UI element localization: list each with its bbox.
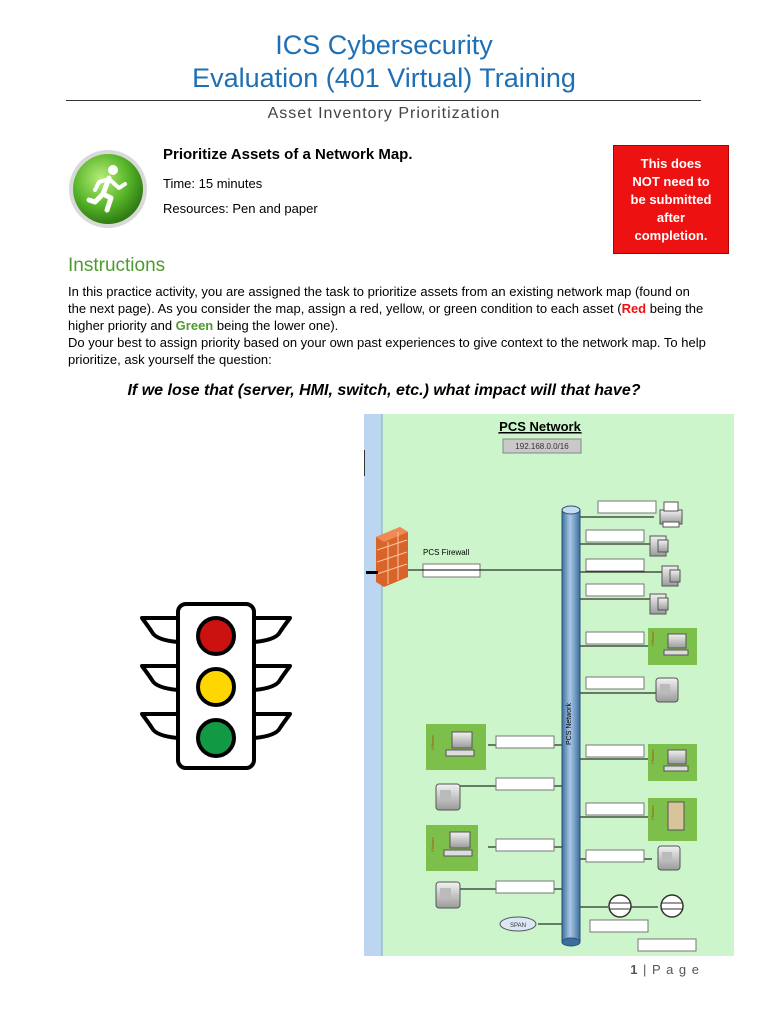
instructions-text: In this practice activity, you are assig… bbox=[68, 284, 690, 316]
span-label: SPAN bbox=[510, 923, 526, 929]
vmware-label: VMware bbox=[650, 631, 655, 646]
green-priority-word: Green bbox=[175, 318, 214, 333]
guiding-question: If we lose that (server, HMI, switch, et… bbox=[127, 382, 641, 399]
document-title-line-1: ICS Cybersecurity bbox=[275, 30, 493, 60]
page-word: P a g e bbox=[652, 962, 700, 977]
vmware-label: VMware bbox=[650, 749, 655, 764]
vmware-label: VMware bbox=[430, 837, 435, 852]
instructions-heading: Instructions bbox=[68, 255, 166, 276]
instructions-body: In this practice activity, you are assig… bbox=[68, 283, 708, 368]
vm-workstation-icon: VMware bbox=[648, 628, 697, 665]
plc-icon bbox=[649, 593, 669, 615]
page-footer: 1 | P a g e bbox=[630, 962, 700, 977]
firewall-icon bbox=[376, 527, 408, 587]
vm-workstation-icon: VMware bbox=[648, 744, 697, 781]
traffic-light-icon bbox=[140, 602, 292, 770]
instructions-paragraph-2: Do your best to assign priority based on… bbox=[68, 335, 706, 367]
document-subtitle: Asset Inventory Prioritization bbox=[267, 105, 501, 122]
server-icon bbox=[655, 677, 679, 703]
switch-icon bbox=[608, 894, 632, 918]
instructions-text: being the higher priority and bbox=[68, 301, 704, 333]
activity-resources: Resources: Pen and paper bbox=[163, 201, 318, 216]
submission-note-box: This does NOT need to be submitted after… bbox=[613, 145, 729, 254]
note-line: NOT need to bbox=[632, 173, 710, 189]
running-person-icon bbox=[69, 150, 147, 228]
bus-label: PCS Network bbox=[566, 702, 573, 745]
vm-workstation-icon: VMware bbox=[426, 724, 486, 770]
map-title: PCS Network bbox=[499, 419, 581, 434]
firewall-label: PCS Firewall bbox=[423, 548, 469, 557]
note-line: This does bbox=[640, 155, 702, 171]
document-title-line-2: Evaluation (401 Virtual) Training bbox=[192, 63, 576, 93]
server-icon bbox=[657, 845, 681, 871]
vmware-label: VMware bbox=[430, 735, 435, 750]
map-subnet: 192.168.0.0/16 bbox=[515, 442, 569, 451]
title-divider bbox=[66, 100, 701, 101]
page-number: 1 bbox=[630, 962, 639, 977]
vmware-label: VMware bbox=[650, 805, 655, 820]
plc-icon bbox=[661, 565, 681, 587]
vm-workstation-icon: VMware bbox=[426, 825, 478, 871]
server-icon bbox=[435, 783, 461, 811]
printer-icon bbox=[659, 501, 683, 528]
activity-time: Time: 15 minutes bbox=[163, 176, 263, 191]
vm-server-icon: VMware bbox=[648, 798, 697, 841]
note-line: completion. bbox=[634, 227, 708, 243]
switch-icon bbox=[660, 894, 684, 918]
network-map: PCS Network 192.168.0.0/16 PCS Firewall bbox=[364, 414, 734, 956]
instructions-paragraph-1: In this practice activity, you are assig… bbox=[68, 283, 708, 334]
activity-title: Prioritize Assets of a Network Map. bbox=[163, 146, 413, 163]
red-priority-word: Red bbox=[621, 301, 647, 316]
instructions-text: being the lower one). bbox=[213, 318, 339, 333]
server-icon bbox=[435, 881, 461, 909]
note-line: after bbox=[656, 209, 686, 225]
plc-icon bbox=[649, 535, 669, 557]
note-line: be submitted bbox=[630, 191, 712, 207]
